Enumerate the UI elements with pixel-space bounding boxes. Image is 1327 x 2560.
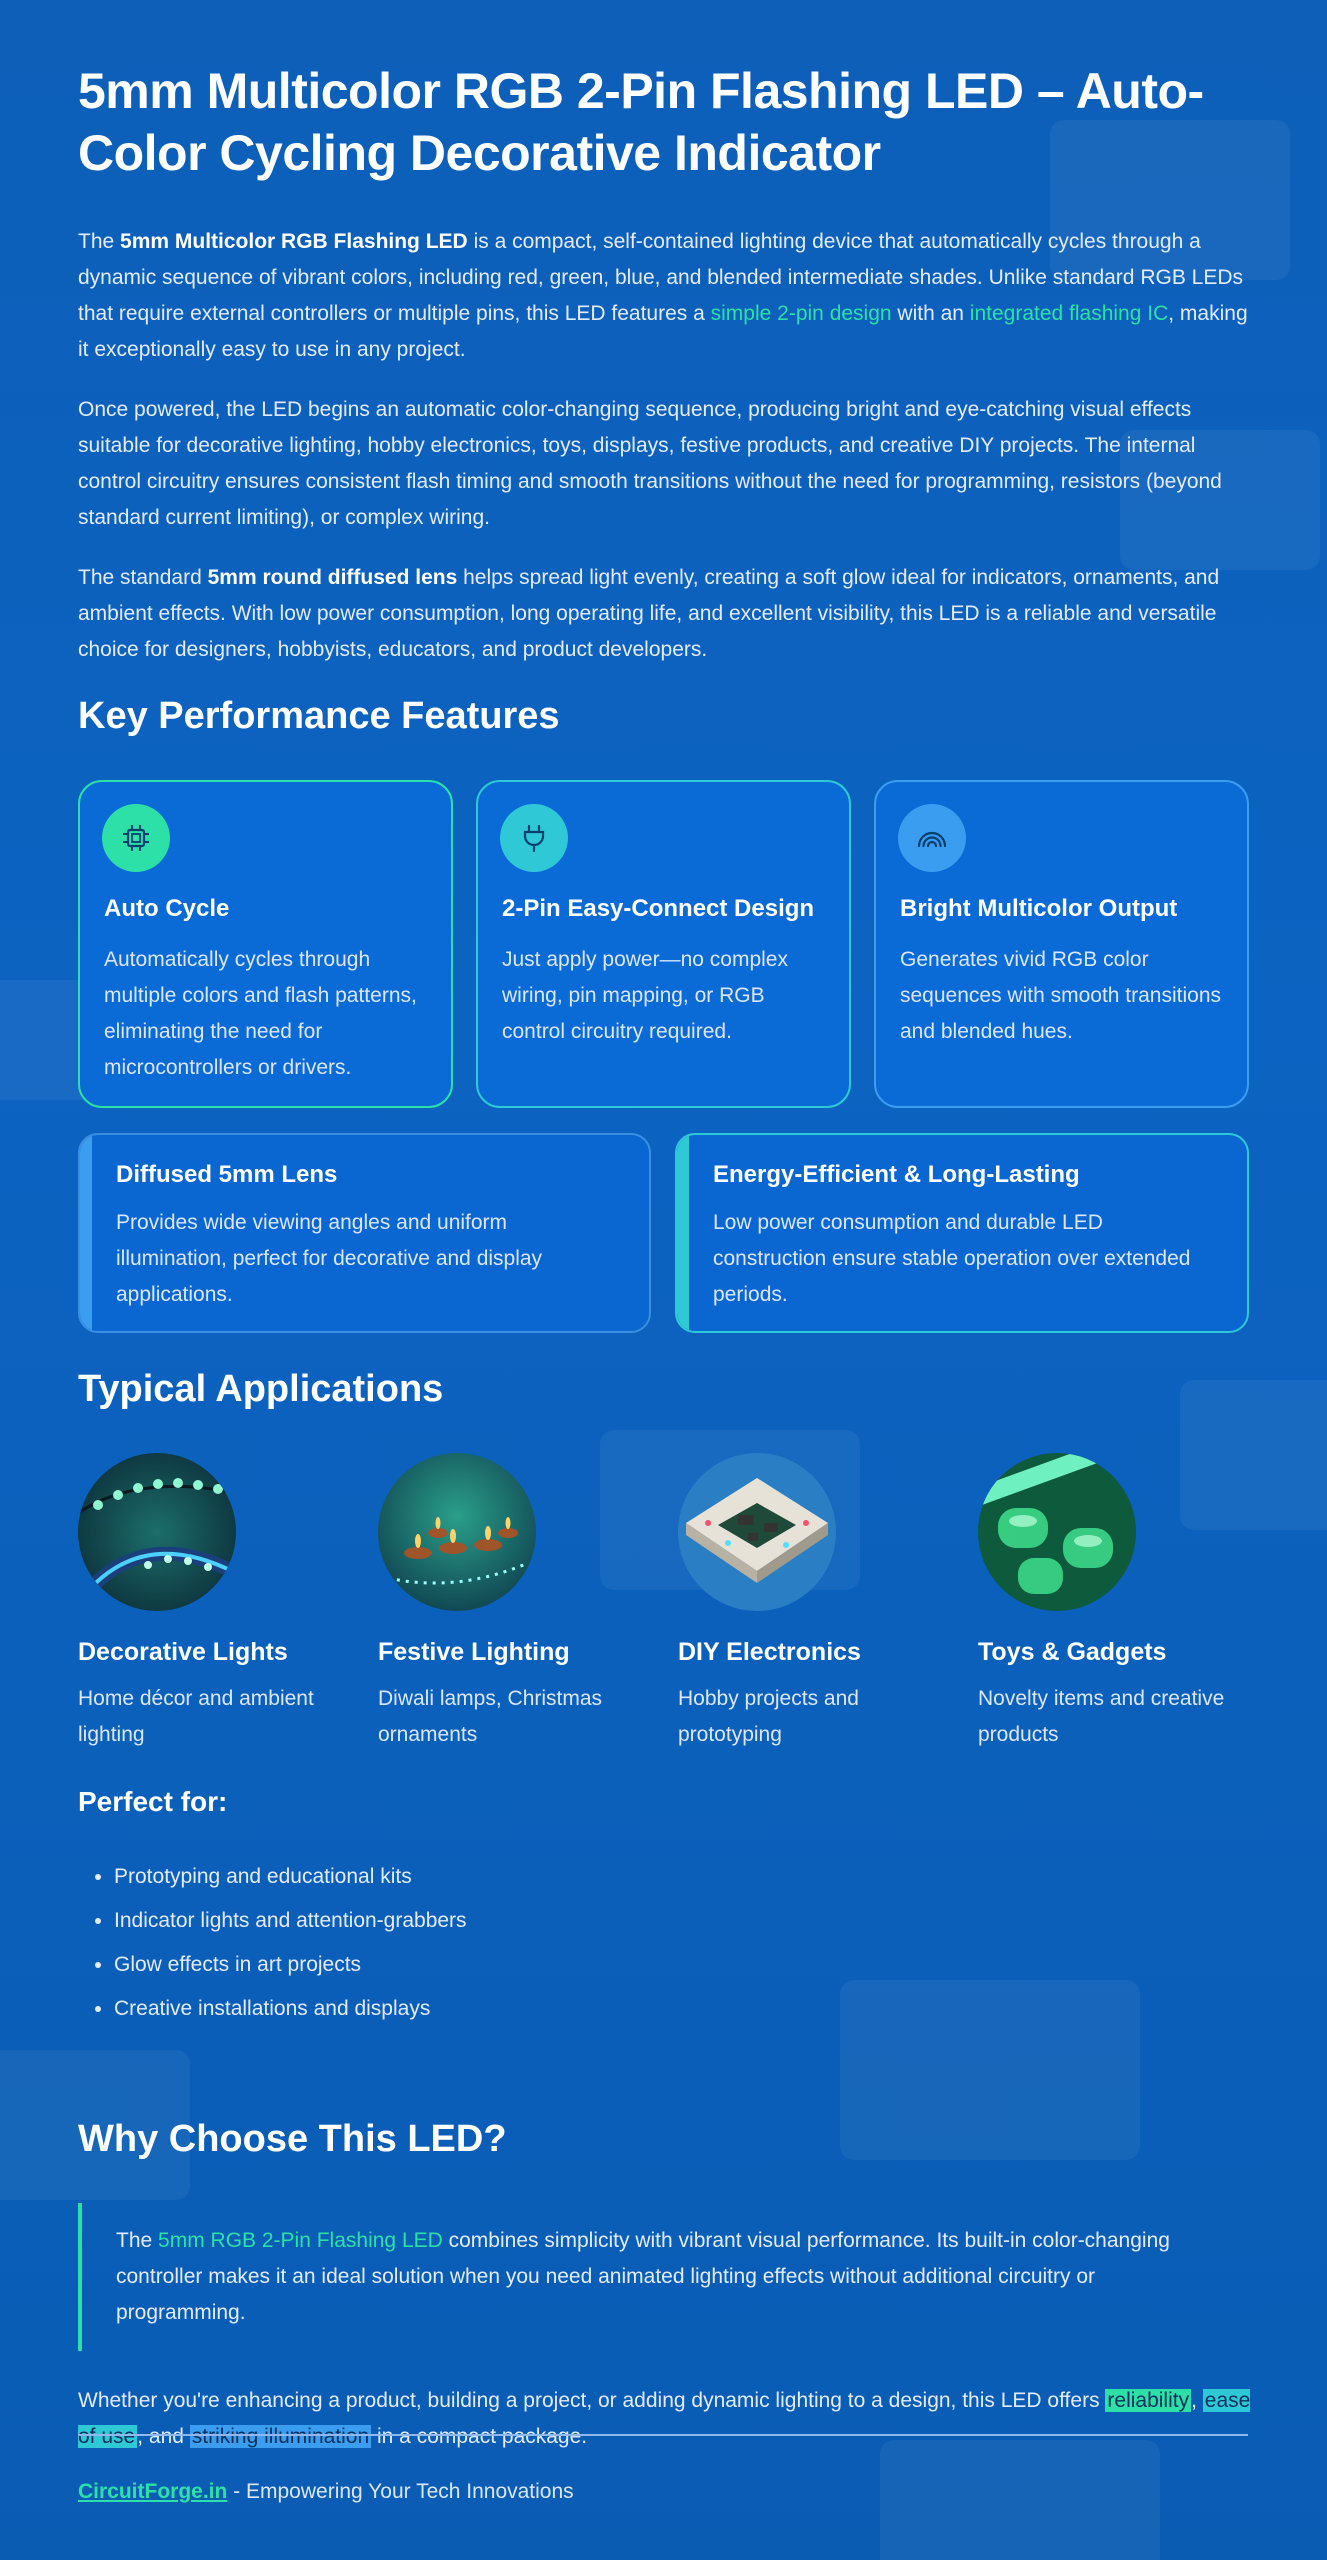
feature-title: Auto Cycle (104, 895, 230, 922)
feature-card-energy-efficient: Energy-Efficient & Long-Lasting Low powe… (675, 1133, 1249, 1333)
why-quote: The 5mm RGB 2-Pin Flashing LED combines … (78, 2203, 1248, 2351)
plug-icon (500, 804, 568, 872)
feature-card-auto-cycle: Auto Cycle Automatically cycles through … (78, 780, 453, 1108)
feature-card-2-pin: 2-Pin Easy-Connect Design Just apply pow… (476, 780, 851, 1108)
application-festive-lighting: Festive Lighting Diwali lamps, Christmas… (378, 1453, 658, 1746)
feature-description: Provides wide viewing angles and uniform… (116, 1211, 543, 1306)
page-content: 5mm Multicolor RGB 2-Pin Flashing LED – … (78, 60, 1251, 2503)
application-title: Decorative Lights (78, 1638, 288, 1666)
chip-icon (102, 804, 170, 872)
perfect-for-heading: Perfect for: (78, 1786, 228, 1817)
closing-paragraph: Whether you're enhancing a product, buil… (78, 2389, 1251, 2448)
intro-paragraph-1: The 5mm Multicolor RGB Flashing LED is a… (78, 230, 1248, 361)
application-description: Hobby projects and prototyping (678, 1687, 859, 1746)
application-toys-gadgets: Toys & Gadgets Novelty items and creativ… (978, 1453, 1258, 1746)
intro-paragraph-3: The standard 5mm round diffused lens hel… (78, 566, 1220, 661)
perfect-for-list: Prototyping and educational kits Indicat… (78, 1855, 467, 2031)
application-diy-electronics: DIY Electronics Hobby projects and proto… (678, 1453, 958, 1746)
diy-electronics-image (678, 1453, 836, 1611)
application-description: Home décor and ambient lighting (78, 1687, 314, 1746)
application-description: Novelty items and creative products (978, 1687, 1225, 1746)
feature-title: 2-Pin Easy-Connect Design (502, 895, 815, 922)
feature-description: Automatically cycles through multiple co… (104, 948, 417, 1079)
list-item: Creative installations and displays (114, 1987, 467, 2031)
decorative-lights-image (78, 1453, 236, 1611)
application-decorative-lights: Decorative Lights Home décor and ambient… (78, 1453, 358, 1746)
feature-card-diffused-lens: Diffused 5mm Lens Provides wide viewing … (78, 1133, 651, 1333)
list-item: Prototyping and educational kits (114, 1855, 467, 1899)
features-heading: Key Performance Features (78, 695, 560, 737)
toys-gadgets-image (978, 1453, 1136, 1611)
feature-description: Low power consumption and durable LED co… (713, 1211, 1191, 1306)
feature-description: Generates vivid RGB color sequences with… (900, 948, 1221, 1043)
intro-paragraph-2: Once powered, the LED begins an automati… (78, 398, 1222, 529)
rainbow-icon (898, 804, 966, 872)
application-title: DIY Electronics (678, 1638, 861, 1666)
footer-brand-link[interactable]: CircuitForge.in (78, 2480, 228, 2503)
application-title: Festive Lighting (378, 1638, 570, 1666)
application-description: Diwali lamps, Christmas ornaments (378, 1687, 603, 1746)
feature-title: Bright Multicolor Output (900, 895, 1178, 922)
feature-card-bright-output: Bright Multicolor Output Generates vivid… (874, 780, 1249, 1108)
footer: CircuitForge.in - Empowering Your Tech I… (78, 2480, 574, 2504)
accent-bar (677, 1135, 689, 1331)
footer-divider (78, 2434, 1248, 2436)
application-title: Toys & Gadgets (978, 1638, 1167, 1666)
festive-lighting-image (378, 1453, 536, 1611)
applications-heading: Typical Applications (78, 1368, 444, 1410)
feature-title: Diffused 5mm Lens (116, 1161, 338, 1188)
feature-description: Just apply power—no complex wiring, pin … (502, 948, 788, 1043)
list-item: Indicator lights and attention-grabbers (114, 1899, 467, 1943)
list-item: Glow effects in art projects (114, 1943, 467, 1987)
why-heading: Why Choose This LED? (78, 2118, 507, 2160)
page-title: 5mm Multicolor RGB 2-Pin Flashing LED – … (78, 63, 1204, 181)
footer-tagline: - Empowering Your Tech Innovations (227, 2480, 574, 2503)
feature-title: Energy-Efficient & Long-Lasting (713, 1161, 1080, 1188)
accent-bar (80, 1135, 92, 1331)
